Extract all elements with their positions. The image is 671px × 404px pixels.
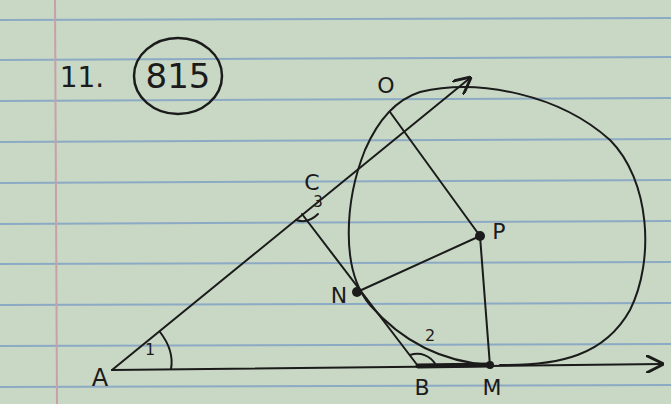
upper-ray xyxy=(112,78,470,370)
point-n xyxy=(352,287,362,297)
point-m xyxy=(486,361,494,369)
point-label: B xyxy=(414,377,429,399)
point-label: C xyxy=(304,172,319,194)
point-label: 1 xyxy=(145,342,155,358)
angle-3-arc xyxy=(296,214,318,221)
segment-cb xyxy=(302,214,418,366)
base-ray xyxy=(112,364,662,370)
point-label: O xyxy=(377,75,394,97)
point-label: 3 xyxy=(313,195,323,210)
angle-2-arc xyxy=(410,354,436,365)
segment-pm xyxy=(480,236,490,366)
angle-1-arc xyxy=(160,332,172,369)
circled-number: 815 xyxy=(132,36,224,116)
point-label: 2 xyxy=(425,328,435,344)
point-p xyxy=(475,231,485,241)
point-label: N xyxy=(331,285,347,307)
points xyxy=(352,231,494,369)
segment-bm xyxy=(418,365,490,366)
segment-op xyxy=(390,112,480,236)
margin-line xyxy=(55,0,57,404)
point-label: A xyxy=(92,366,108,390)
point-label: P xyxy=(492,221,505,243)
circle-arc xyxy=(349,87,646,365)
point-label: M xyxy=(483,377,502,399)
node-text: 815 xyxy=(146,59,211,93)
paper-rules xyxy=(0,18,671,387)
segment-np xyxy=(357,236,480,292)
circle-line xyxy=(134,38,222,114)
problem-number: 11. xyxy=(60,64,105,92)
figure xyxy=(112,78,662,370)
